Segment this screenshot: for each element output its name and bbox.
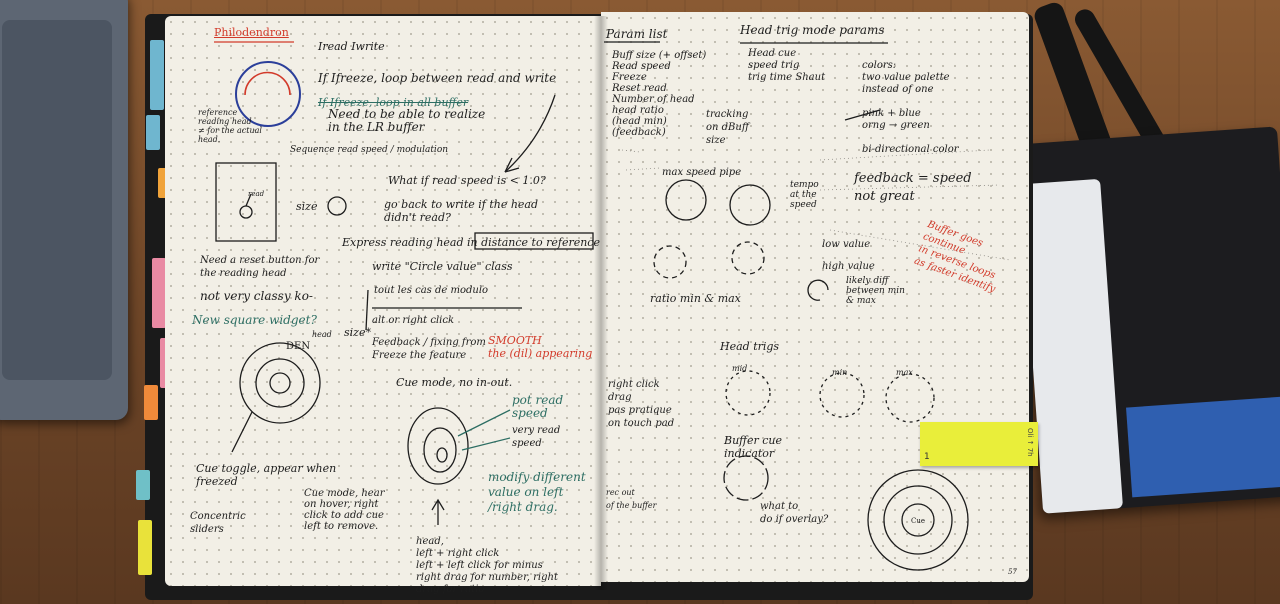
express-note: Express reading head in distance to refe… — [342, 236, 600, 249]
reset-note: Need a reset button for the reading head — [200, 255, 320, 279]
buffer-cue-note: Buffer cue indicator — [724, 434, 782, 460]
modify-note: modify different value on left /right dr… — [488, 470, 586, 514]
buffer-cue-sketch — [723, 455, 769, 501]
what-to-do-note: what to do if overlay? — [760, 501, 829, 525]
index-tab — [152, 258, 166, 328]
head-trigs-title: Head trigs — [720, 340, 780, 353]
laptop-keyboard — [2, 20, 112, 380]
head-label: head — [312, 330, 332, 339]
cue-toggle-note: Cue toggle, appear when freezed — [196, 462, 337, 488]
note-freeze-strike: If Ifreeze, loop in all buffer — [318, 96, 469, 109]
feedback-eq-note: feedback = speed not great — [854, 171, 972, 204]
concentric-note: Concentric sliders — [190, 511, 246, 535]
smooth-note: SMOOTH the (dil) appearing — [488, 334, 593, 360]
den-label: DEN — [286, 341, 311, 352]
new-square-note: New square widget? — [192, 313, 317, 327]
very-read-note: very read speed — [512, 425, 561, 449]
sequence-note: Sequence read speed / modulation — [290, 145, 449, 155]
note-freeze-cont: Need to be able to realize in the LR buf… — [328, 107, 486, 134]
page-gutter — [594, 16, 608, 590]
speed-at-note: tempo at the speed — [790, 180, 819, 210]
size-knob-sketch — [327, 196, 347, 216]
left-page — [165, 16, 601, 586]
page-title: Philodendron — [214, 26, 289, 39]
head-trig-mid-sketch — [725, 370, 771, 416]
head-footer-note: head, left + right click left + left cli… — [416, 536, 558, 595]
read-write-label: Iread Iwrite — [318, 40, 385, 53]
min-label: min — [832, 368, 848, 377]
cue-oval-sketch — [407, 407, 469, 485]
concentric-slider-sketch — [239, 342, 321, 424]
head-trig-max-sketch — [885, 373, 935, 423]
page-number: 57 — [1008, 568, 1017, 576]
read-label: read — [248, 190, 265, 198]
write-circle-note: write "Circle value" class — [372, 260, 513, 273]
what-if-note: What if read speed is < 1.0? — [388, 174, 546, 187]
not-very-note: not very classy ko- — [200, 289, 313, 303]
feedback-note: Feedback / fixing from Freeze the featur… — [372, 337, 486, 361]
head-rect-sketch — [215, 162, 277, 242]
mid-label: mid — [732, 364, 748, 373]
sticky-note-text: 1 — [924, 452, 930, 462]
index-tab — [144, 385, 158, 420]
max-label: max — [896, 368, 913, 377]
high-value-note: high value — [822, 261, 875, 272]
pot-read-note: pot read speed — [512, 393, 564, 420]
index-tab — [136, 470, 150, 500]
cue-mode-note: Cue mode, no in-out. — [396, 376, 513, 389]
colors-note: colors: two value palette instead of one… — [862, 60, 959, 155]
ratio-note: ratio min & max — [650, 292, 741, 305]
cue-target-sketch — [867, 469, 969, 571]
laptop — [0, 0, 128, 420]
fig-note: reference reading head ≠ for the actual … — [198, 108, 262, 144]
head-trig-title: Head trig mode params — [740, 23, 885, 37]
right-click-note: right click drag pas pratique on touch p… — [608, 379, 675, 429]
tracking-note: tracking on dBuff size — [706, 109, 749, 146]
spiral-sketch — [807, 279, 829, 301]
out-of-note: rec out of the buffer — [606, 488, 657, 510]
sticky-note: 1 Oli ↑ 7h — [920, 422, 1038, 466]
index-tab — [146, 115, 160, 150]
head-circle-sketch — [239, 205, 253, 219]
head-trig-min-sketch — [819, 372, 865, 418]
sticky-note-vertical-text: Oli ↑ 7h — [1026, 428, 1034, 457]
loop-circle-sketch — [235, 61, 301, 127]
index-tab — [150, 40, 164, 110]
right-page — [601, 12, 1029, 582]
arrow-sketch — [504, 94, 556, 173]
ratio-circle-sketch — [653, 245, 687, 279]
tout-note: tout les cas de modulo — [374, 285, 489, 296]
cue-center-label: Cue — [911, 517, 926, 525]
max-speed-note: max speed pipe — [662, 167, 742, 178]
go-back-note: go back to write if the head didn't read… — [384, 198, 539, 224]
param-list: Buff size (+ offset) Read speed Freeze R… — [612, 50, 707, 138]
param-list-title: Param list — [606, 27, 668, 41]
index-tab — [138, 520, 152, 575]
note-freeze: If Ifreeze, loop between read and write — [318, 71, 557, 85]
likely-note: likely diff between min & max — [846, 276, 905, 306]
speed-circle-sketch — [665, 179, 707, 221]
loop-arrow-sketch — [244, 71, 291, 96]
size-label: size — [296, 200, 318, 213]
cue-mode-hear-note: Cue mode, hear on hover, right click to … — [304, 488, 385, 532]
head-trig-list: Head cue speed trig trig time Shaut — [748, 48, 826, 83]
low-value-note: low value — [822, 239, 871, 250]
size-asterisk: size* — [344, 326, 371, 339]
alt-click-note: alt or right click — [372, 315, 455, 326]
